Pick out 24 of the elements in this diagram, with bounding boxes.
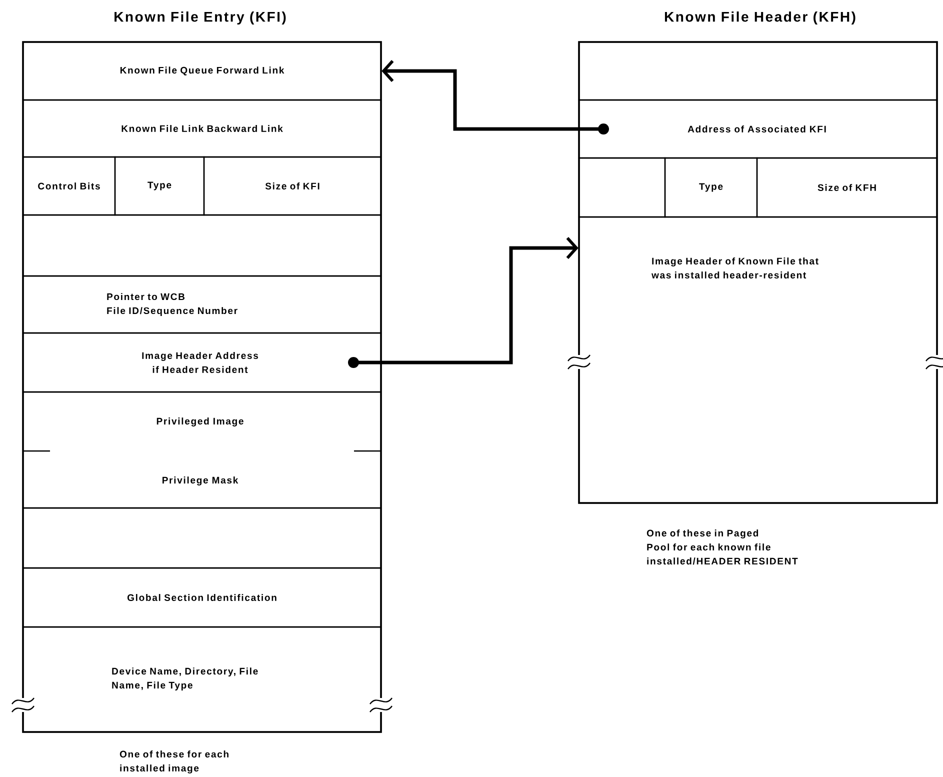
node-label: Known File Entry (KFI) <box>114 11 286 25</box>
field-cell: Image Header of Known File that was installed header-resident <box>578 216 938 504</box>
arrow <box>348 237 578 368</box>
field-cell: Privileged Image Privilege Mask <box>22 391 382 509</box>
field-cell: Address of Associated KFI <box>578 99 938 159</box>
node-label: Known File Header (KFH) <box>664 11 856 25</box>
node-label: One of these for each installed image <box>120 750 228 774</box>
field-cell <box>22 214 382 277</box>
field-cell: Type <box>664 157 758 218</box>
field-cell: Known File Link Backward Link <box>22 99 382 158</box>
field-cell <box>578 157 666 218</box>
field-cell: Control Bits <box>22 156 116 216</box>
field-cell: Pointer to WCB File ID/Sequence Number <box>22 275 382 334</box>
field-cell: Size of KFH <box>756 157 938 218</box>
field-cell <box>578 41 938 101</box>
field-cell <box>22 507 382 569</box>
field-cell: Image Header Address if Header Resident <box>22 332 382 393</box>
field-cell: Type <box>114 156 205 216</box>
arrow <box>382 60 609 134</box>
field-cell: Global Section Identification <box>22 567 382 628</box>
field-cell: Size of KFI <box>203 156 382 216</box>
node-label: One of these in Paged Pool for each known file installed/HEADER RESIDENT <box>646 530 798 565</box>
field-cell: Known File Queue Forward Link <box>22 41 382 101</box>
field-cell: Device Name, Directory, File Name, File Type <box>22 626 382 733</box>
